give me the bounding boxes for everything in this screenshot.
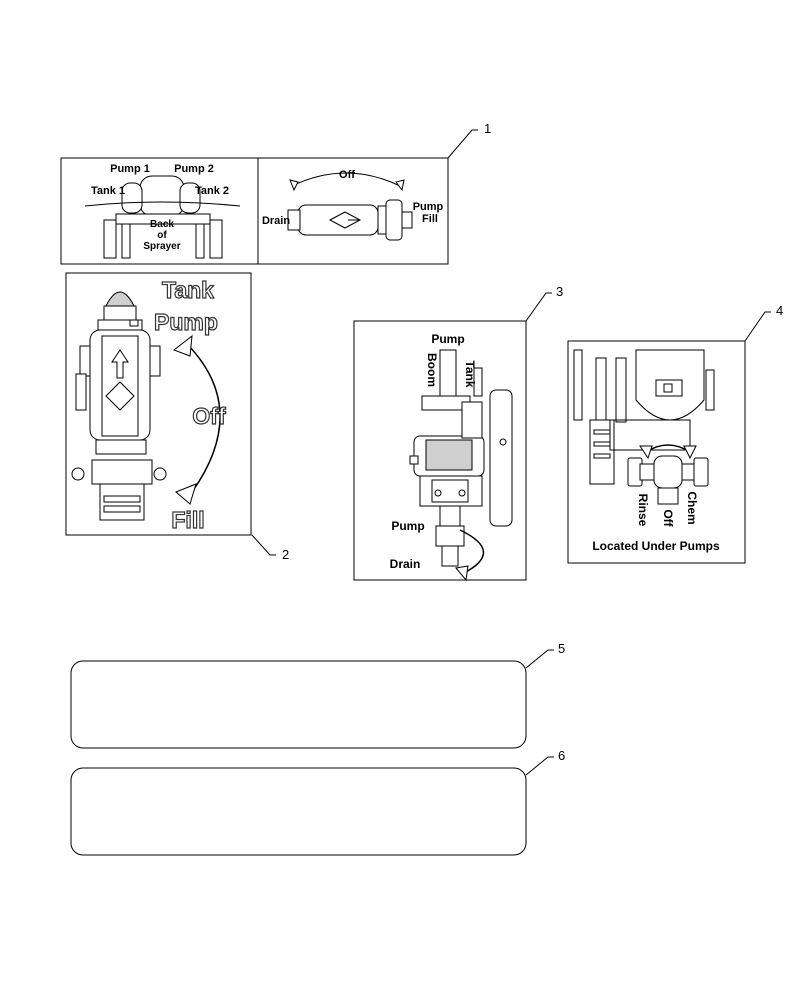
- drain-label-1: Drain: [262, 215, 290, 227]
- decal-2-frame: [65, 272, 252, 536]
- sprayer-label: Sprayer: [143, 241, 180, 252]
- pump-assembly-drawing: [409, 349, 513, 567]
- decal-1: Pump 1 Pump 2 Tank 1 Tank 2 Back of Spra…: [60, 157, 449, 265]
- pump-2-label: Pump 2: [174, 163, 214, 175]
- pump-1-label: Pump 1: [110, 163, 150, 175]
- pump-top-label-3: Pump: [431, 332, 464, 346]
- off-label-1: Off: [339, 169, 355, 181]
- decal-4-frame: [567, 340, 746, 564]
- decal-3: Pump Boom Tank Pump Drain: [353, 320, 527, 582]
- fill-label-2: Fill: [171, 507, 204, 533]
- decal-3-frame: [353, 320, 527, 581]
- tank-label-2: Tank: [162, 277, 214, 303]
- decal-2: Tank Pump Off Fill: [65, 272, 252, 536]
- off-label-2: Off: [192, 403, 226, 429]
- of-label: of: [157, 230, 167, 241]
- drain-label-3: Drain: [390, 557, 421, 571]
- arrow-up-icon: [172, 334, 193, 357]
- callout-2: 2: [282, 547, 289, 562]
- valve-manifold-drawing: [573, 349, 715, 505]
- callout-6: 6: [558, 748, 565, 763]
- tank-label-3: Tank: [463, 360, 477, 387]
- decal-5-frame: [70, 660, 527, 749]
- callout-3: 3: [556, 284, 563, 299]
- located-under-pumps-label: Located Under Pumps: [592, 539, 720, 553]
- leader-line-6: [525, 756, 554, 776]
- leader-line-4: [744, 311, 771, 342]
- callout-4: 4: [776, 303, 783, 318]
- tank-2-label: Tank 2: [195, 185, 229, 197]
- pump-label-2: Pump: [154, 309, 218, 335]
- decal-4: Rinse Off Chem Located Under Pumps: [567, 340, 746, 564]
- arrow-right-icon: [395, 179, 405, 192]
- callout-1: 1: [484, 121, 491, 136]
- decal-1-frame: [60, 157, 449, 265]
- valve-drawing: [287, 199, 413, 241]
- tank-1-label: Tank 1: [91, 185, 125, 197]
- boom-label-3: Boom: [425, 353, 439, 387]
- leader-line-3: [525, 292, 552, 322]
- rinse-label-4: Rinse: [636, 494, 650, 527]
- back-label: Back: [150, 219, 174, 230]
- tank-layout-drawing: [84, 175, 241, 259]
- chem-label-4: Chem: [685, 491, 699, 524]
- arrow-left-icon: [289, 179, 299, 192]
- arrow-down-icon: [175, 483, 197, 505]
- pump-bottom-label-3: Pump: [391, 519, 424, 533]
- drain-arc: [459, 529, 485, 575]
- callout-5: 5: [558, 641, 565, 656]
- valve-body-drawing: [71, 291, 167, 521]
- rotation-arc: [187, 344, 221, 493]
- leader-line-5: [525, 649, 554, 669]
- pump-fill-label-line1: Pump: [413, 201, 444, 213]
- pump-fill-label-line2: Fill: [422, 213, 438, 225]
- decal-6-frame: [70, 767, 527, 856]
- leader-line-2: [251, 534, 276, 556]
- off-arc: [291, 172, 401, 187]
- leader-line-1: [447, 129, 478, 159]
- arrow-drain-icon: [455, 565, 469, 582]
- off-label-4: Off: [661, 509, 675, 527]
